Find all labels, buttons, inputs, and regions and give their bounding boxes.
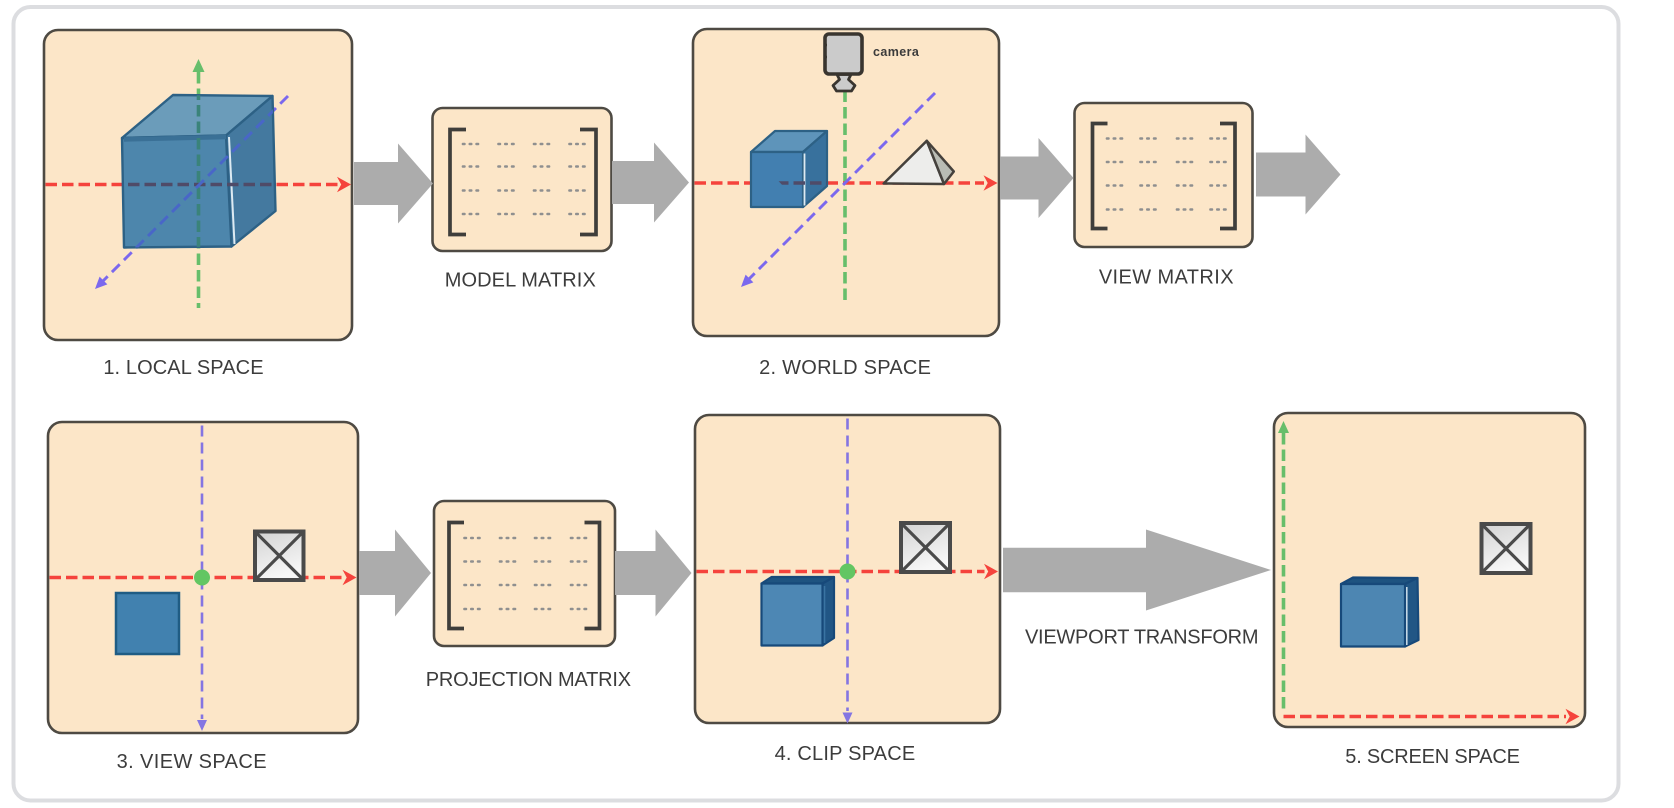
svg-text:1. LOCAL SPACE: 1. LOCAL SPACE xyxy=(103,357,263,379)
svg-text:VIEW MATRIX: VIEW MATRIX xyxy=(1099,267,1234,289)
svg-text:MODEL MATRIX: MODEL MATRIX xyxy=(445,270,596,292)
svg-text:4. CLIP SPACE: 4. CLIP SPACE xyxy=(775,743,916,765)
svg-text:VIEWPORT TRANSFORM: VIEWPORT TRANSFORM xyxy=(1025,627,1258,649)
svg-text:5. SCREEN SPACE: 5. SCREEN SPACE xyxy=(1345,746,1519,768)
svg-text:camera: camera xyxy=(873,45,920,59)
svg-text:3. VIEW SPACE: 3. VIEW SPACE xyxy=(117,751,267,773)
svg-text:PROJECTION MATRIX: PROJECTION MATRIX xyxy=(426,669,631,691)
svg-text:2. WORLD SPACE: 2. WORLD SPACE xyxy=(759,357,931,379)
